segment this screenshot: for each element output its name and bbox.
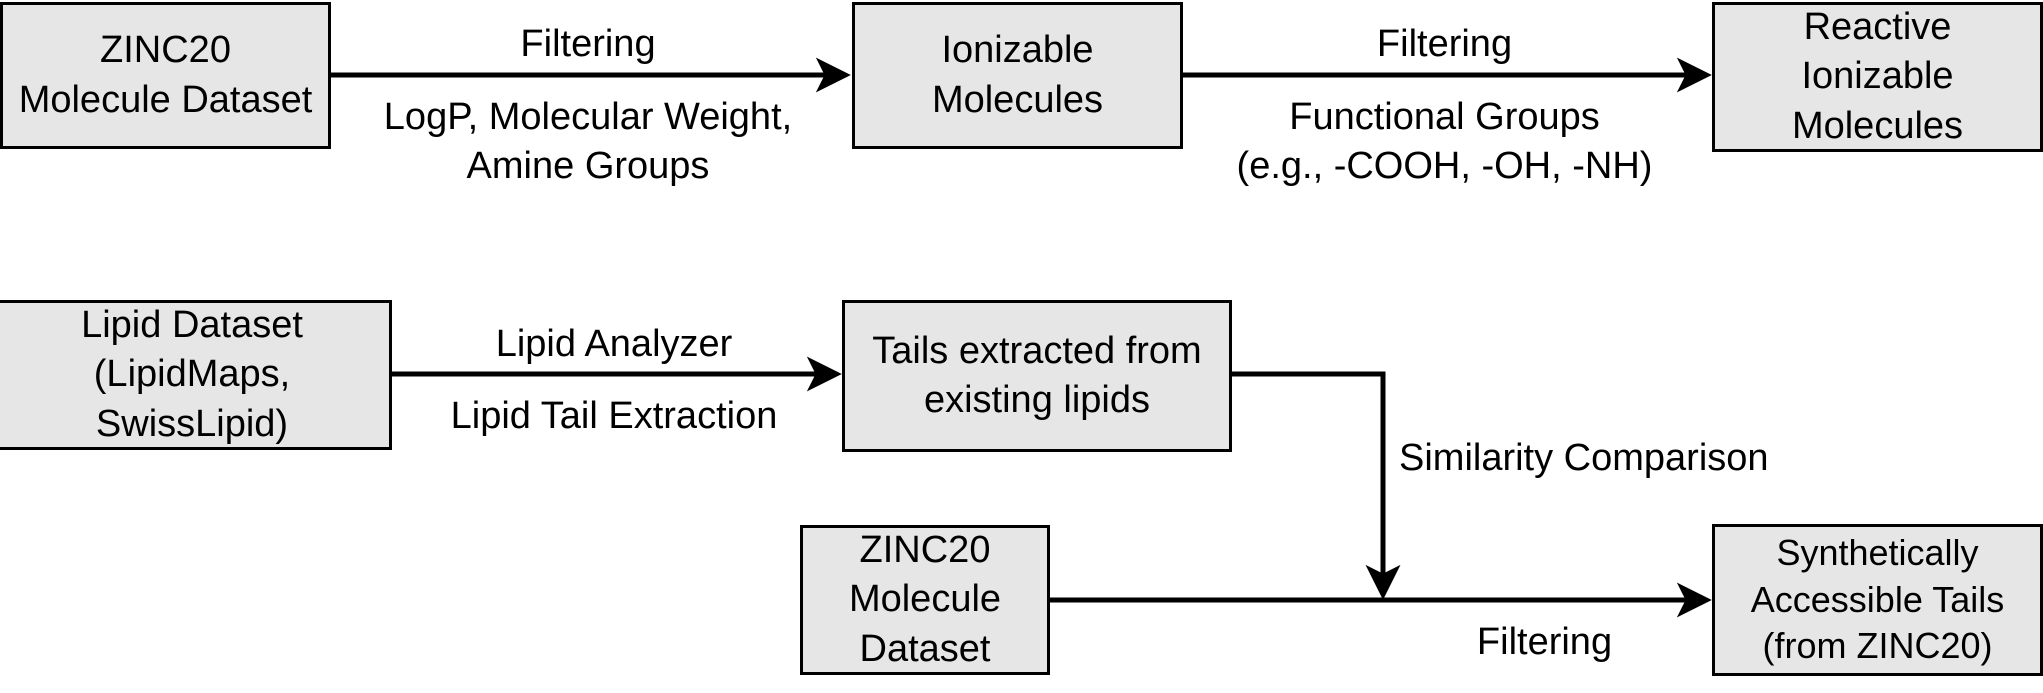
edge-label-filtering-2-above: Filtering [1376, 23, 1513, 65]
node-reactive-ionizable-molecules[interactable]: Reactive Ionizable Molecules [1712, 2, 2043, 152]
node-lipid-dataset[interactable]: Lipid Dataset (LipidMaps, SwissLipid) [0, 300, 392, 450]
node-synthetically-accessible-tails[interactable]: Synthetically Accessible Tails (from ZIN… [1712, 524, 2043, 676]
node-ionizable-molecules[interactable]: Ionizable Molecules [852, 2, 1183, 149]
edge-label-filtering-1-above: Filtering [520, 23, 656, 65]
node-tails-extracted-from-existing-lipids[interactable]: Tails extracted from existing lipids [842, 300, 1232, 452]
edge-label-filtering-2-below: Functional Groups (e.g., -COOH, -OH, -NH… [1236, 96, 1653, 188]
edge-label-filtering-1-below: LogP, Molecular Weight, Amine Groups [383, 96, 793, 188]
connector-tails-to-junction [1232, 371, 1401, 600]
edge-label-similarity-comparison: Similarity Comparison [1399, 437, 1769, 479]
edge-label-lipid-analyzer: Lipid Analyzer [495, 323, 733, 365]
edge-label-filtering-3: Filtering [1476, 621, 1613, 663]
node-zinc20-molecule-dataset-top[interactable]: ZINC20 Molecule Dataset [0, 2, 331, 149]
node-zinc20-molecule-dataset-bottom[interactable]: ZINC20 Molecule Dataset [800, 525, 1050, 675]
edge-label-lipid-tail-extraction: Lipid Tail Extraction [450, 395, 778, 437]
